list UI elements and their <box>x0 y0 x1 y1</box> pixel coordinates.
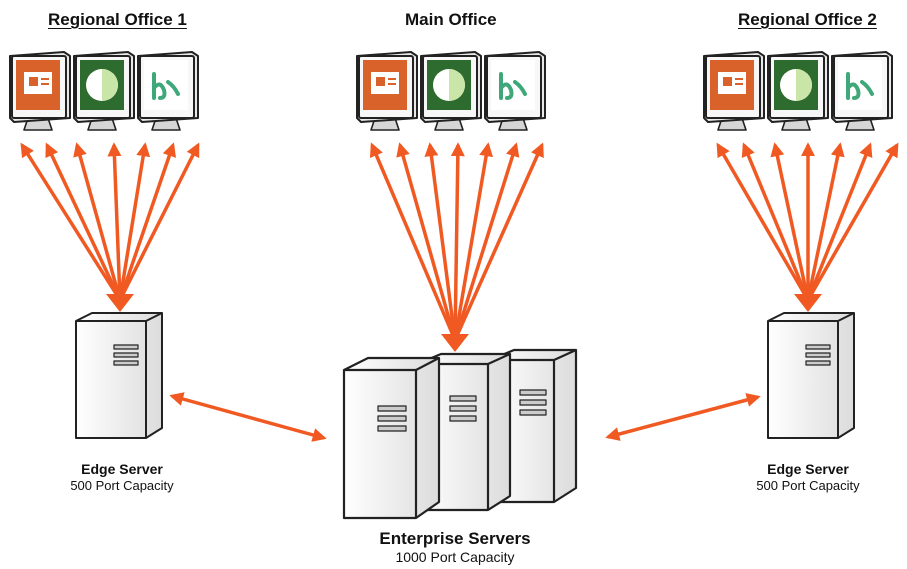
fan-arrow <box>453 142 494 341</box>
acrobat-icon <box>491 60 535 110</box>
regional-office-2-title: Regional Office 2 <box>738 10 877 29</box>
client-monitor <box>484 51 546 131</box>
client-monitor <box>767 51 829 131</box>
client-monitor <box>73 51 135 131</box>
enterprise-servers-icon <box>342 348 578 520</box>
main-office-title: Main Office <box>405 10 497 29</box>
fan-arrowhead <box>794 294 822 312</box>
fan-arrow <box>396 142 457 341</box>
fan-arrowhead <box>441 334 469 352</box>
enterprise-servers-caption: Enterprise Servers 1000 Port Capacity <box>355 528 555 565</box>
fan-arrowhead <box>106 294 134 312</box>
client-monitor <box>703 51 765 131</box>
enterprise-servers-name: Enterprise Servers <box>379 529 531 548</box>
edge-server-1-caption: Edge Server 500 Port Capacity <box>52 460 192 494</box>
presentation-icon <box>363 60 407 110</box>
edge1-enterprise-link <box>169 392 327 442</box>
presentation-icon <box>710 60 754 110</box>
enterprise-servers-capacity: 1000 Port Capacity <box>395 549 515 565</box>
edge-server-2-name: Edge Server <box>767 461 849 477</box>
fan-arrow <box>450 142 465 341</box>
presentation-icon <box>16 60 60 110</box>
chart-icon <box>774 60 818 110</box>
regional-office-1-title: Regional Office 1 <box>48 10 187 29</box>
fan-arrow <box>741 142 810 301</box>
main-office-clients <box>356 51 546 131</box>
regional-2-clients <box>703 51 893 131</box>
client-monitor <box>356 51 418 131</box>
client-monitor <box>420 51 482 131</box>
fan-arrow <box>424 142 457 341</box>
edge-server-2-icon <box>767 312 855 439</box>
edge-server-1-name: Edge Server <box>81 461 163 477</box>
edge-server-2-caption: Edge Server 500 Port Capacity <box>738 460 878 494</box>
chart-icon <box>427 60 471 110</box>
edge-server-1-icon <box>75 312 163 439</box>
regional-1-client-links <box>20 142 200 301</box>
enterprise-edge2-link <box>605 393 761 441</box>
fan-arrow <box>453 142 520 341</box>
fan-arrow <box>806 142 845 301</box>
fan-arrow <box>806 142 899 301</box>
chart-icon <box>80 60 124 110</box>
fan-arrow <box>453 142 544 341</box>
fan-arrow <box>118 142 200 301</box>
fan-arrow <box>118 142 176 301</box>
edge-server-1-capacity: 500 Port Capacity <box>70 478 174 493</box>
fan-arrow <box>770 142 810 301</box>
fan-arrow <box>45 142 122 301</box>
regional-2-client-links <box>716 142 899 301</box>
main-office-client-links <box>369 142 544 341</box>
fan-arrow <box>118 142 151 301</box>
client-monitor <box>137 51 199 131</box>
fan-arrow <box>20 142 122 301</box>
fan-arrow <box>716 142 810 301</box>
acrobat-icon <box>144 60 188 110</box>
edge-server-2-capacity: 500 Port Capacity <box>756 478 860 493</box>
fan-arrow <box>107 142 122 301</box>
client-monitor <box>9 51 71 131</box>
acrobat-icon <box>838 60 882 110</box>
regional-1-clients <box>9 51 199 131</box>
fan-arrow <box>369 142 457 341</box>
fan-arrow <box>806 142 873 301</box>
fan-arrow <box>73 142 122 301</box>
client-monitor <box>831 51 893 131</box>
